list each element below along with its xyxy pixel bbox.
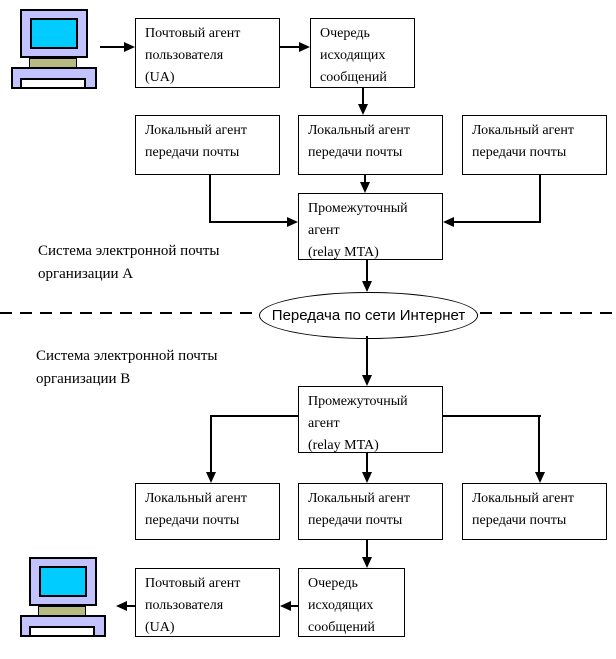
connector-line — [100, 46, 126, 48]
node-text: Промежуточный — [308, 394, 408, 409]
node-local-mta-b2: Локальный агент передачи почты — [298, 483, 443, 540]
section-label-text: Система электронной почты — [36, 348, 218, 364]
node-text: исходящих — [308, 598, 374, 613]
section-label-text: Система электронной почты — [38, 243, 220, 259]
node-local-mta-a1: Локальный агент передачи почты — [135, 115, 280, 175]
arrowhead-down-icon — [358, 104, 368, 115]
node-relay-mta-b: Промежуточный агент (relay MTA) — [298, 386, 443, 453]
node-text: агент — [308, 416, 340, 431]
connector-line — [210, 415, 212, 474]
connector-line — [366, 453, 368, 474]
node-text: Очередь — [308, 576, 358, 591]
node-text: Очередь — [320, 26, 370, 41]
connector-line — [364, 175, 366, 184]
node-text: Локальный агент — [308, 491, 410, 506]
node-text: Локальный агент — [145, 123, 247, 138]
arrowhead-right-icon — [287, 217, 298, 227]
node-text: (UA) — [145, 620, 175, 635]
connector-line — [280, 46, 301, 48]
connector-line — [362, 88, 364, 106]
connector-line — [366, 540, 368, 559]
node-text: Локальный агент — [472, 491, 574, 506]
node-text: Промежуточный — [308, 201, 408, 216]
org-boundary-dashed-line — [480, 312, 616, 314]
node-local-mta-a2: Локальный агент передачи почты — [298, 115, 443, 175]
node-text: передачи почты — [308, 145, 403, 160]
section-label-text: организации В — [36, 371, 131, 387]
node-mail-user-agent-a: Почтовый агент пользователя (UA) — [135, 18, 280, 88]
node-text: (UA) — [145, 70, 175, 85]
node-text: передачи почты — [145, 145, 240, 160]
node-relay-mta-a: Промежуточный агент (relay MTA) — [298, 193, 443, 260]
connector-line — [209, 221, 289, 223]
keyboard-base-icon — [11, 67, 97, 89]
keyboard-slot-icon — [20, 78, 86, 89]
keyboard-slot-icon — [29, 626, 95, 637]
arrowhead-down-icon — [362, 375, 372, 386]
monitor-screen-icon — [30, 18, 78, 49]
node-text: передачи почты — [145, 513, 240, 528]
arrowhead-right-icon — [124, 42, 135, 52]
node-text: (relay MTA) — [308, 438, 379, 453]
node-text: Локальный агент — [145, 491, 247, 506]
arrowhead-down-icon — [360, 182, 370, 193]
node-text: сообщений — [320, 70, 387, 85]
section-label-org-a: Система электронной почты организации А — [38, 240, 220, 286]
node-text: Почтовый агент — [145, 576, 241, 591]
arrowhead-down-icon — [206, 472, 216, 483]
node-local-mta-b3: Локальный агент передачи почты — [462, 483, 607, 540]
connector-line — [539, 175, 541, 222]
node-local-mta-b1: Локальный агент передачи почты — [135, 483, 280, 540]
connector-line — [443, 415, 541, 417]
arrowhead-down-icon — [362, 281, 372, 292]
node-text: передачи почты — [308, 513, 403, 528]
node-text: передачи почты — [472, 145, 567, 160]
node-text: исходящих — [320, 48, 386, 63]
connector-line — [125, 605, 135, 607]
arrowhead-down-icon — [362, 557, 372, 568]
node-text: Локальный агент — [472, 123, 574, 138]
monitor-screen-icon — [39, 566, 87, 597]
node-text: сообщений — [308, 620, 375, 635]
node-mail-user-agent-b: Почтовый агент пользователя (UA) — [135, 568, 280, 637]
node-internet-transfer: Передача по сети Интернет — [259, 292, 478, 339]
connector-line — [538, 415, 540, 474]
node-outgoing-queue-b: Очередь исходящих сообщений — [298, 568, 405, 637]
connector-line — [452, 221, 541, 223]
arrowhead-left-icon — [443, 217, 454, 227]
connector-line — [209, 175, 211, 222]
arrowhead-right-icon — [299, 42, 310, 52]
computer-workstation-icon — [10, 5, 108, 95]
connector-line — [210, 415, 298, 417]
section-label-text: организации А — [38, 266, 134, 282]
node-text: Передача по сети Интернет — [271, 307, 466, 324]
arrowhead-left-icon — [116, 601, 127, 611]
node-text: (relay MTA) — [308, 245, 379, 260]
node-text: Локальный агент — [308, 123, 410, 138]
node-text: пользователя — [145, 598, 224, 613]
computer-workstation-icon — [19, 553, 117, 643]
arrowhead-left-icon — [280, 601, 291, 611]
node-local-mta-a3: Локальный агент передачи почты — [462, 115, 607, 175]
node-text: агент — [308, 223, 340, 238]
keyboard-base-icon — [20, 615, 106, 637]
node-text: пользователя — [145, 48, 224, 63]
monitor-icon — [20, 9, 88, 58]
section-label-org-b: Система электронной почты организации В — [36, 345, 218, 391]
arrowhead-down-icon — [362, 472, 372, 483]
connector-line — [366, 336, 368, 377]
node-text: Почтовый агент — [145, 26, 241, 41]
node-text: передачи почты — [472, 513, 567, 528]
node-outgoing-queue-a: Очередь исходящих сообщений — [310, 18, 415, 88]
arrowhead-down-icon — [535, 472, 545, 483]
connector-line — [366, 260, 368, 283]
connector-line — [289, 605, 298, 607]
monitor-icon — [29, 557, 97, 606]
org-boundary-dashed-line — [0, 312, 256, 314]
